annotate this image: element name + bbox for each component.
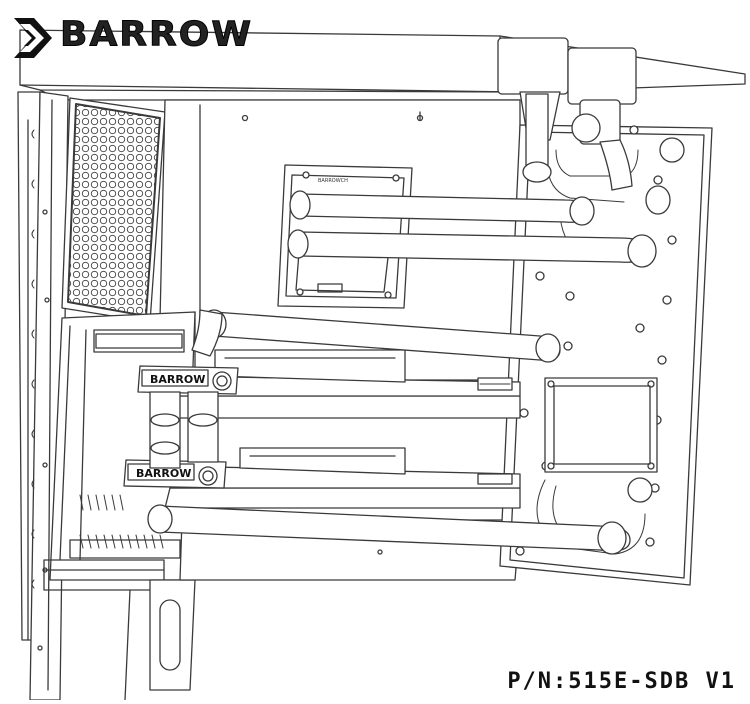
lower-gpu-terminal-label: BARROW <box>136 467 191 480</box>
upper-gpu: BARROW <box>137 349 521 419</box>
cpu-block-label: BARROWCH <box>318 178 348 184</box>
part-number: P/N:515E-SDB V1 <box>507 669 736 694</box>
hard-tubes <box>147 93 685 555</box>
terminal-bridge <box>149 391 219 469</box>
mesh-panel <box>61 97 201 323</box>
lower-gpu: BARROW <box>123 447 521 509</box>
barrow-logo-chevron-icon <box>14 18 52 58</box>
upper-gpu-terminal-label: BARROW <box>150 373 205 386</box>
brand-logo-text: BARROW <box>59 15 254 55</box>
